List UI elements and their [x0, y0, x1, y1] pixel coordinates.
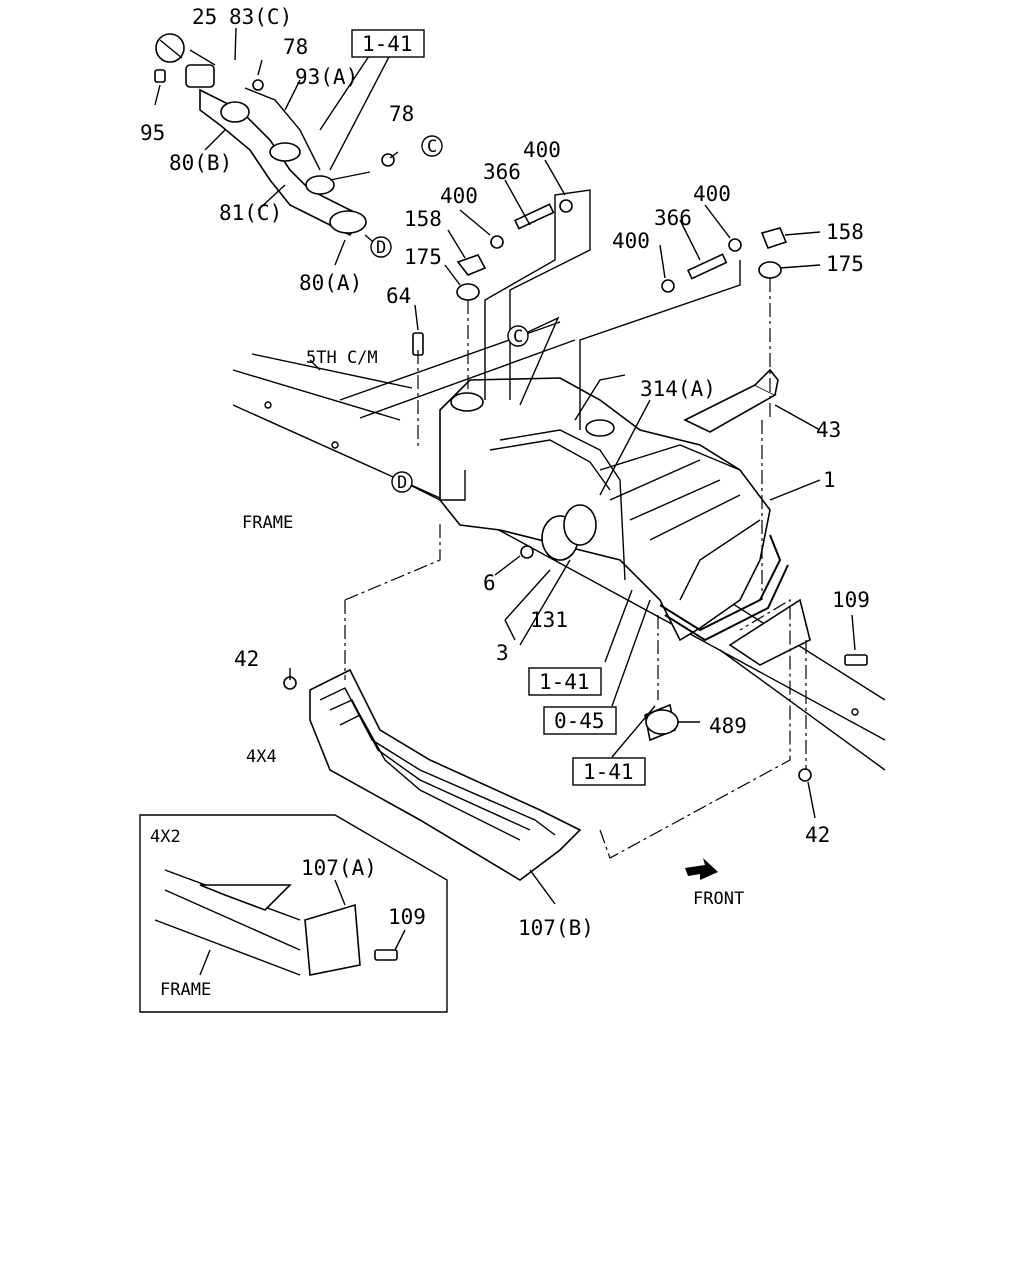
callout-42b[interactable]: 42 — [805, 823, 830, 847]
tank-band — [659, 534, 789, 642]
ref-box-1[interactable] — [351, 29, 425, 58]
callout-400b[interactable]: 400 — [440, 184, 478, 208]
filler-neck-assembly — [154, 33, 395, 237]
callout-366a[interactable]: 366 — [483, 160, 521, 184]
callout-3[interactable]: 3 — [496, 641, 509, 665]
callout-107b[interactable]: 107(B) — [518, 916, 594, 940]
label-4x4: 4X4 — [246, 747, 277, 767]
callout-78b[interactable]: 78 — [389, 102, 414, 126]
marker-letters: C C D D — [376, 137, 523, 493]
skid-plate-107b — [283, 668, 812, 881]
valve-489 — [645, 709, 679, 735]
label-front: FRONT — [693, 889, 744, 909]
callout-107a[interactable]: 107(A) — [301, 856, 377, 880]
callout-78a[interactable]: 78 — [283, 35, 308, 59]
vent-hose-clamps — [412, 199, 788, 356]
callout-175b[interactable]: 175 — [826, 252, 864, 276]
ref-label-1[interactable]: 1-41 — [362, 32, 413, 56]
callout-64[interactable]: 64 — [386, 284, 411, 308]
text-labels: 5TH C/M FRAME 4X4 4X2 FRAME FRONT — [150, 348, 744, 1000]
callout-80b[interactable]: 80(B) — [169, 151, 232, 175]
callout-109a[interactable]: 109 — [832, 588, 870, 612]
leader-lines — [154, 27, 856, 905]
callout-95[interactable]: 95 — [140, 121, 165, 145]
callout-158a[interactable]: 158 — [404, 207, 442, 231]
label-frame: FRAME — [242, 513, 293, 533]
label-4x2: 4X2 — [150, 827, 181, 847]
marker-d-2: D — [397, 473, 407, 493]
callout-25[interactable]: 25 — [192, 5, 217, 29]
callout-175a[interactable]: 175 — [404, 245, 442, 269]
ref-label-2[interactable]: 1-41 — [539, 670, 590, 694]
inset-4x2 — [139, 814, 448, 1013]
callout-43[interactable]: 43 — [816, 418, 841, 442]
callout-489[interactable]: 489 — [709, 714, 747, 738]
callout-93a[interactable]: 93(A) — [295, 65, 358, 89]
callout-366b[interactable]: 366 — [654, 206, 692, 230]
reference-labels: 1-41 1-41 0-45 1-41 — [362, 32, 634, 784]
callout-158b[interactable]: 158 — [826, 220, 864, 244]
callout-80a[interactable]: 80(A) — [299, 271, 362, 295]
callout-labels: 25 83(C) 78 93(A) 95 80(B) 78 81(C) 80(A… — [140, 5, 870, 940]
label-frame-inset: FRAME — [160, 980, 211, 1000]
phantom-lines — [344, 189, 807, 859]
callout-83c[interactable]: 83(C) — [229, 5, 292, 29]
bracket-43 — [683, 368, 779, 433]
callout-400d[interactable]: 400 — [612, 229, 650, 253]
callout-400a[interactable]: 400 — [523, 138, 561, 162]
label-5th-cm: 5TH C/M — [306, 348, 378, 368]
callout-1[interactable]: 1 — [823, 468, 836, 492]
ref-box-4[interactable] — [572, 757, 646, 786]
ref-box-3[interactable] — [543, 706, 617, 735]
callout-81c[interactable]: 81(C) — [219, 201, 282, 225]
front-arrow-icon — [685, 858, 718, 880]
marker-d-1: D — [376, 238, 386, 258]
ref-label-4[interactable]: 1-41 — [583, 760, 634, 784]
callout-109b[interactable]: 109 — [388, 905, 426, 929]
fuel-tank — [439, 377, 771, 642]
ref-box-2[interactable] — [528, 667, 602, 696]
callout-314a[interactable]: 314(A) — [640, 377, 716, 401]
callout-6[interactable]: 6 — [483, 571, 496, 595]
marker-c-2: C — [513, 327, 523, 347]
ref-label-3[interactable]: 0-45 — [554, 709, 605, 733]
callout-400c[interactable]: 400 — [693, 182, 731, 206]
callout-42a[interactable]: 42 — [234, 647, 259, 671]
marker-c-1: C — [427, 137, 437, 157]
callout-131[interactable]: 131 — [530, 608, 568, 632]
